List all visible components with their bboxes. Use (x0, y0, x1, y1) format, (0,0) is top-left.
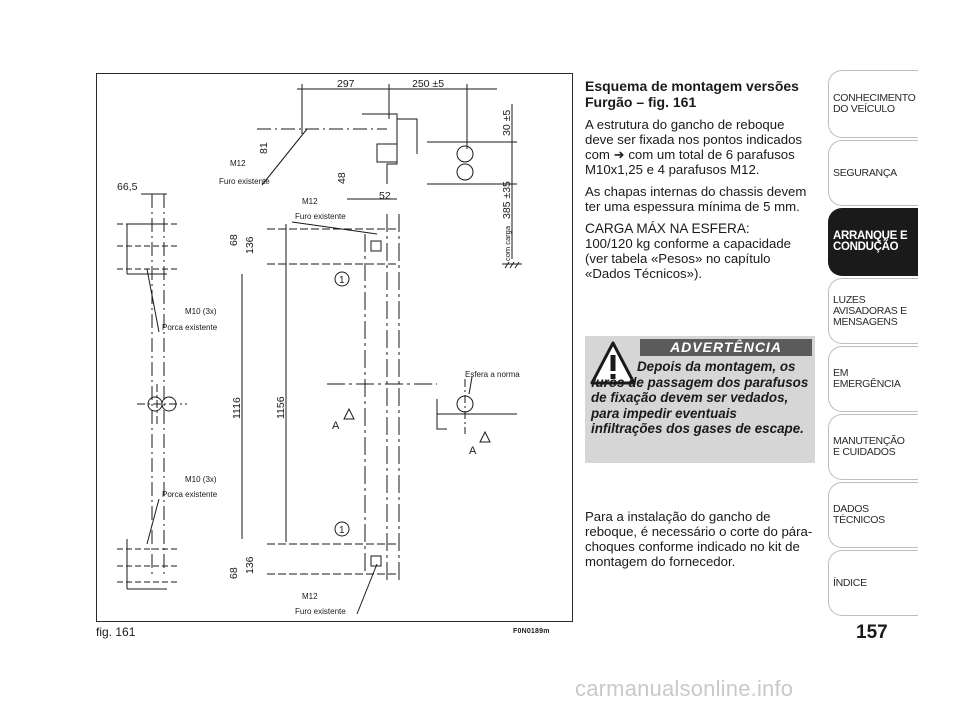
dim-66: 66,5 (117, 181, 138, 193)
dim-68-bottom: 68 (228, 567, 240, 579)
paragraph-structure-end: com um total de 6 parafusos M10x1,25 e 4… (585, 147, 795, 177)
tab-seguranca[interactable]: SEGURANÇA (828, 140, 918, 206)
tab-label: SEGURANÇA (833, 166, 897, 179)
bolt-symbol-icon: ➜ (613, 147, 625, 162)
marker-1-top: 1 (339, 275, 345, 286)
callout-porca-top: Porca existente (162, 323, 218, 332)
tab-dados-tecnicos[interactable]: DADOS TÉCNICOS (828, 482, 918, 548)
warning-box: ADVERTÊNCIA Depois da montagem, os furos… (585, 336, 815, 463)
dim-136-bottom: 136 (244, 556, 256, 574)
warning-text: Depois da montagem, os furos de passagem… (591, 359, 809, 436)
dim-52: 52 (379, 190, 391, 202)
paragraph-structure-start: A estrutura do gancho de reboque deve se… (585, 117, 803, 162)
dim-48: 48 (336, 172, 348, 184)
figure-code: F0N0189m (513, 628, 550, 635)
callout-m12-mid: M12 (302, 197, 318, 206)
section-a-left: A (332, 420, 340, 432)
paragraph-structure: A estrutura do gancho de reboque deve se… (585, 117, 815, 177)
text-column: Esquema de montagem versões Furgão – fig… (585, 78, 815, 281)
dim-385: 385 ±35 (501, 181, 513, 219)
callout-furo-top: Furo existente (219, 177, 270, 186)
callout-esfera: Esfera a norma (465, 370, 520, 379)
dim-com-carga: com carga (503, 225, 512, 261)
warning-triangle-icon (590, 341, 636, 385)
tab-label: DADOS TÉCNICOS (833, 503, 885, 526)
callout-m12-bottom: M12 (302, 592, 318, 601)
paragraph-load: CARGA MÁX NA ESFERA: 100/120 kg conforme… (585, 221, 815, 281)
dim-81: 81 (258, 142, 270, 154)
load-title: CARGA MÁX NA ESFERA: (585, 221, 750, 236)
figure-label: fig. 161 (96, 625, 136, 639)
dim-30: 30 ±5 (501, 110, 513, 136)
load-body: 100/120 kg conforme a capacidade (ver ta… (585, 236, 792, 281)
callout-furo-mid: Furo existente (295, 212, 346, 221)
dim-1156: 1156 (275, 396, 287, 419)
dim-1116: 1116 (231, 397, 243, 419)
dim-250: 250 ±5 (412, 78, 444, 90)
figure-161: 297 250 ±5 30 ±5 81 48 52 66,5 68 136 11… (96, 73, 573, 622)
section-a-right: A (469, 445, 477, 457)
tab-label: ARRANQUE E CONDUÇÃO (833, 230, 908, 253)
marker-1-bottom: 1 (339, 525, 345, 536)
paragraph-thickness: As chapas internas do chassis devem ter … (585, 184, 807, 214)
callout-m10-bottom: M10 (3x) (185, 475, 217, 484)
tab-manutencao[interactable]: MANUTENÇÃO E CUIDADOS (828, 414, 918, 480)
tab-luzes[interactable]: LUZES AVISADORAS E MENSAGENS (828, 278, 918, 344)
tab-conhecimento[interactable]: CONHECIMENTO DO VEÍCULO (828, 70, 918, 138)
callout-furo-bottom: Furo existente (295, 607, 346, 616)
dim-297: 297 (337, 78, 355, 90)
tab-label: EM EMERGÊNCIA (833, 367, 901, 390)
tab-label: CONHECIMENTO DO VEÍCULO (833, 92, 916, 115)
mounting-diagram: 297 250 ±5 30 ±5 81 48 52 66,5 68 136 11… (117, 78, 522, 616)
tab-label: ÍNDICE (833, 576, 867, 589)
tab-label: MANUTENÇÃO E CUIDADOS (833, 435, 905, 458)
dim-68-top: 68 (228, 234, 240, 246)
footer-watermark: carmanualsonline.info (575, 676, 794, 701)
page-number: 157 (856, 622, 888, 643)
tab-arranque[interactable]: ARRANQUE E CONDUÇÃO (828, 208, 918, 276)
section-heading: Esquema de montagem versões Furgão – fig… (585, 78, 799, 110)
tab-label: LUZES AVISADORAS E MENSAGENS (833, 293, 907, 328)
callout-m12-top: M12 (230, 159, 246, 168)
tab-indice[interactable]: ÍNDICE (828, 550, 918, 616)
dim-136-top: 136 (244, 236, 256, 254)
warning-title: ADVERTÊNCIA (640, 339, 812, 356)
callout-porca-bottom: Porca existente (162, 490, 218, 499)
tab-emergencia[interactable]: EM EMERGÊNCIA (828, 346, 918, 412)
callout-m10-top: M10 (3x) (185, 307, 217, 316)
paragraph-install: Para a instalação do gancho de reboque, … (585, 509, 813, 569)
